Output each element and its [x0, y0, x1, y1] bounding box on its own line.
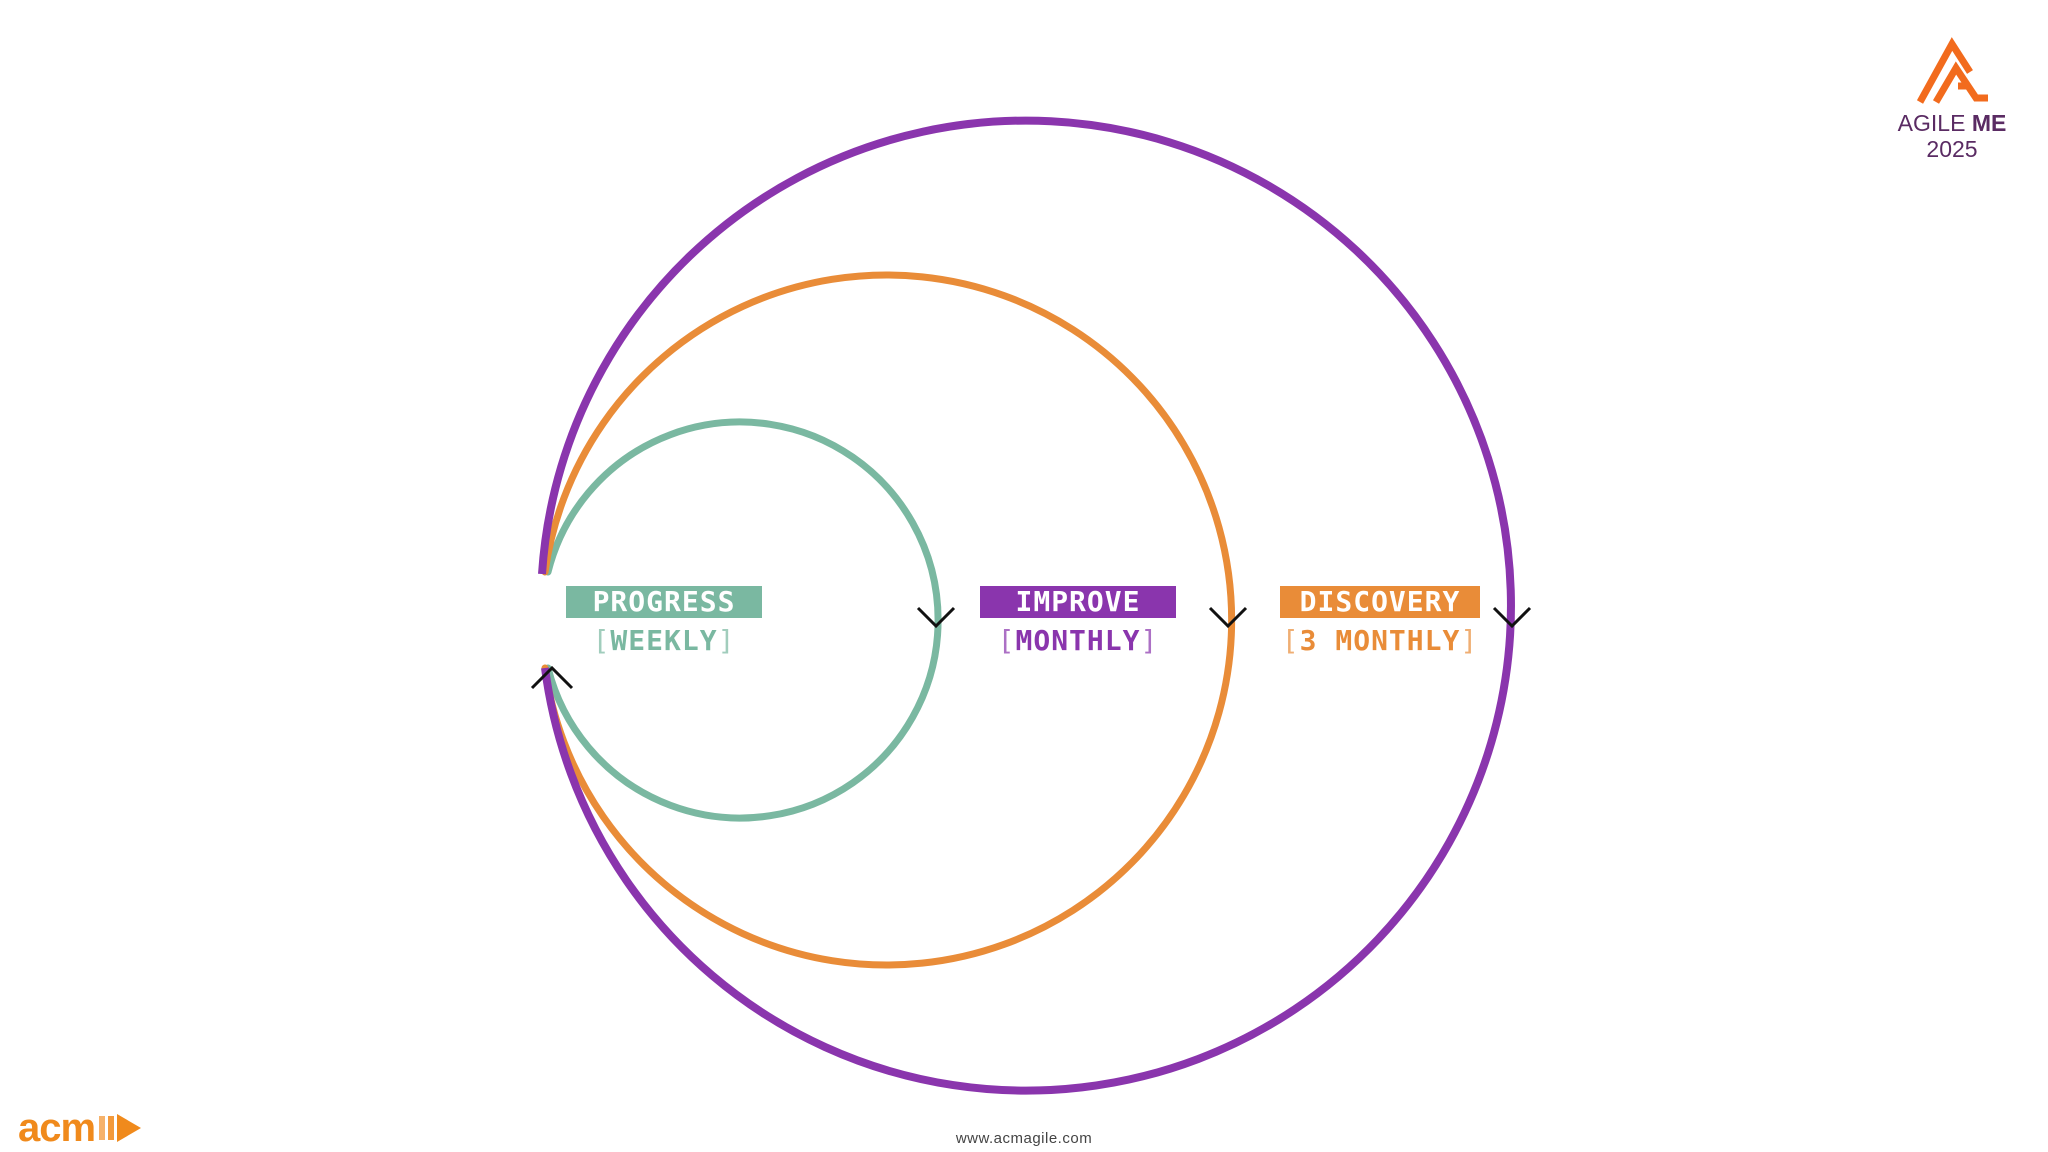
agile-me-brand: AGILE ME 2025 — [1892, 36, 2012, 162]
chevron-down-icon — [916, 606, 956, 629]
improve-frequency-text: MONTHLY — [1015, 624, 1141, 657]
improve-loop — [541, 271, 1236, 969]
discovery-loop — [538, 116, 1515, 1095]
brand-me: ME — [1971, 110, 2007, 136]
discovery-label: DISCOVERY [3 MONTHLY] — [1280, 586, 1480, 658]
discovery-frequency: [3 MONTHLY] — [1281, 624, 1479, 657]
progress-loop — [544, 418, 942, 822]
brand-year: 2025 — [1926, 136, 1978, 162]
progress-frequency-text: WEEKLY — [610, 624, 718, 657]
discovery-tag: DISCOVERY — [1280, 586, 1480, 618]
chevron-down-icon — [1492, 606, 1532, 629]
play-arrow-icon — [99, 1114, 142, 1142]
improve-tag: IMPROVE — [980, 586, 1176, 618]
discovery-frequency-text: 3 MONTHLY — [1299, 624, 1461, 657]
chevron-down-icon — [1208, 606, 1248, 629]
chevron-up-icon — [530, 665, 574, 690]
acm-logo: acm — [18, 1108, 143, 1148]
brand-agile: AGILE — [1897, 110, 1966, 136]
improve-frequency: [MONTHLY] — [997, 624, 1159, 657]
agile-me-logo-icon — [1916, 37, 1988, 104]
acm-logo-text: acm — [18, 1106, 96, 1150]
footer-url: www.acmagile.com — [955, 1130, 1093, 1147]
progress-tag: PROGRESS — [566, 586, 762, 618]
agile-me-text: AGILE ME 2025 — [1898, 110, 2007, 162]
progress-frequency: [WEEKLY] — [592, 624, 736, 657]
progress-label: PROGRESS [WEEKLY] — [566, 586, 762, 658]
improve-label: IMPROVE [MONTHLY] — [980, 586, 1176, 658]
